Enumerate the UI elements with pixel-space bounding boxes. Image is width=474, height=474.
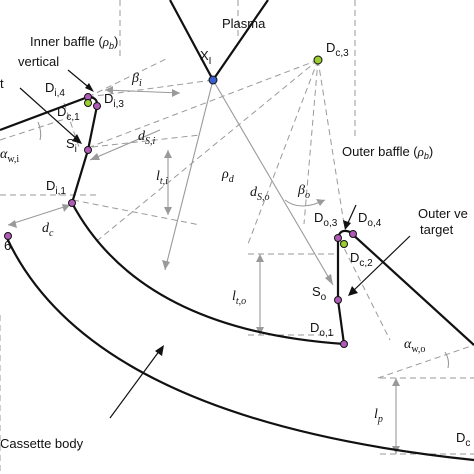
l-to-arrowhead-bottom bbox=[256, 327, 264, 335]
d-so-label: dS,o bbox=[250, 185, 270, 203]
radial-dc3-to-lto bbox=[247, 59, 319, 245]
beta-i-arrow bbox=[104, 89, 181, 94]
radial-dc3-to-outer bbox=[317, 59, 345, 225]
d-c-arrowhead bbox=[62, 204, 70, 212]
pointer-arrows bbox=[19, 69, 411, 419]
l-p-label: lp bbox=[374, 407, 383, 425]
points bbox=[4, 55, 357, 348]
d6-marker bbox=[4, 232, 12, 240]
d-so-arrow bbox=[212, 79, 334, 286]
si-label: Si bbox=[66, 136, 77, 155]
inner-baffle-pointer-head bbox=[85, 83, 94, 92]
beta-i-arrowhead bbox=[172, 89, 180, 97]
do1-label: Do,1 bbox=[310, 320, 334, 339]
inner-lti-bottom bbox=[72, 199, 201, 226]
radial-dc3-to-beta-o bbox=[303, 59, 319, 225]
alpha-wo-label: αw,o bbox=[404, 337, 425, 355]
outer-vertical-label: Outer ve bbox=[418, 206, 468, 221]
baffle-inner-guide-2 bbox=[87, 57, 169, 98]
inner-vertical-label: vertical bbox=[18, 54, 59, 69]
do1-marker bbox=[340, 340, 348, 348]
dc1-marker bbox=[84, 99, 92, 107]
outer-vertical-pointer bbox=[351, 235, 411, 293]
alpha-wo-arc bbox=[444, 351, 450, 369]
di1-marker bbox=[68, 199, 76, 207]
l-to-arrowhead-top bbox=[256, 254, 264, 262]
d-c-arrowhead-2 bbox=[8, 220, 17, 228]
rho-d-label: ρd bbox=[221, 167, 235, 185]
l-ti-label: lt,i bbox=[156, 169, 168, 187]
inner-baffle-label: Inner baffle (ρb) bbox=[30, 34, 118, 51]
radial-dc3-to-si bbox=[89, 59, 319, 148]
beta-o-arrowhead bbox=[316, 199, 325, 206]
do4-marker bbox=[349, 230, 357, 238]
structure-outlines bbox=[0, 0, 474, 462]
cassette-pointer-head bbox=[155, 345, 164, 356]
cassette-pointer bbox=[109, 349, 161, 419]
beta-i-arrowhead-2 bbox=[105, 86, 113, 94]
plasma-separatrix bbox=[169, 0, 269, 83]
l-to-label: lt,o bbox=[232, 289, 246, 307]
di3-label: Di,3 bbox=[104, 91, 124, 110]
corner-d-label: Dc bbox=[456, 430, 470, 449]
inner-target-fragment-label: t bbox=[0, 76, 4, 91]
d-si-arrow bbox=[89, 129, 161, 161]
dc2-label: Dc,2 bbox=[350, 250, 373, 269]
dc1-label: Dc,1 bbox=[57, 104, 80, 123]
inner-vertical-pointer-head bbox=[72, 134, 82, 144]
x-point-marker bbox=[208, 75, 218, 85]
dc3-label: Dc,3 bbox=[326, 40, 349, 59]
alpha-wi-label: αw,i bbox=[0, 147, 19, 165]
six-label: 6 bbox=[4, 238, 11, 253]
x-point-label: XI bbox=[200, 48, 211, 67]
so-label: So bbox=[312, 284, 327, 303]
l-ti-arrowhead-bottom bbox=[164, 207, 172, 215]
beta-o-label: βo bbox=[297, 183, 310, 201]
rho-d-arrowhead bbox=[162, 260, 170, 270]
do3-label: Do,3 bbox=[314, 210, 338, 229]
dc-label: dc bbox=[42, 221, 54, 239]
outer-baffle-pointer bbox=[346, 204, 357, 226]
l-ti-arrowhead-top bbox=[164, 150, 172, 158]
rho-d-arrow bbox=[164, 79, 214, 271]
inner-lti-top bbox=[91, 134, 201, 148]
outer-baffle-label: Outer baffle (ρb) bbox=[342, 144, 433, 161]
outer-baffle-pointer-head bbox=[343, 220, 351, 230]
text-labels: Plasma XI Inner baffle (ρb) vertical t D… bbox=[0, 16, 470, 451]
di4-label: Di,4 bbox=[45, 80, 65, 99]
cassette-body-label: Cassette body bbox=[0, 436, 84, 451]
do4-label: Do,4 bbox=[358, 210, 382, 229]
outer-target-guide bbox=[339, 239, 391, 341]
radial-dc3-to-inner-target bbox=[97, 59, 319, 241]
beta-i-label: βi bbox=[131, 71, 142, 89]
dc2-marker bbox=[340, 240, 348, 248]
d-si-label: dS,i bbox=[138, 129, 156, 147]
di1-label: Di,1 bbox=[46, 178, 66, 197]
d-c-arrow bbox=[7, 204, 71, 226]
l-p-arrowhead-top bbox=[392, 378, 400, 386]
d-so-arrowhead bbox=[325, 274, 333, 285]
so-marker bbox=[334, 296, 342, 304]
di3-marker bbox=[93, 102, 101, 110]
outer-target-label: target bbox=[420, 222, 454, 237]
dc3-marker bbox=[313, 55, 323, 65]
dimension-arrows bbox=[7, 79, 450, 454]
baffle-inner-guide bbox=[87, 79, 214, 98]
cassette-body-outline bbox=[4, 235, 474, 462]
inner-vertical-pointer bbox=[19, 87, 79, 141]
alpha-wi-guide bbox=[0, 117, 69, 141]
si-marker bbox=[84, 146, 92, 154]
d-si-arrowhead bbox=[90, 153, 100, 160]
alpha-wo-guide bbox=[377, 344, 474, 379]
outer-vertical-pointer-head bbox=[348, 286, 358, 296]
do3-marker bbox=[334, 234, 342, 242]
plasma-label: Plasma bbox=[222, 16, 266, 31]
alpha-wi-arc bbox=[37, 121, 42, 141]
dome-and-outer-target bbox=[71, 202, 474, 346]
